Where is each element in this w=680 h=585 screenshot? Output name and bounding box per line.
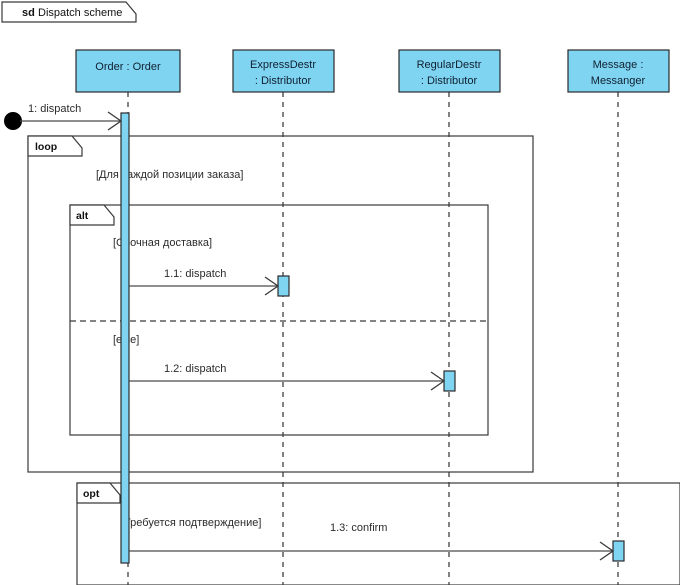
fragment-loop-operator: loop	[35, 141, 57, 153]
lifeline-label-expressdestr-line2: : Distributor	[255, 75, 312, 87]
message-1-arrowhead	[107, 111, 123, 131]
lifeline-label-messenger-line1: Message :	[593, 59, 644, 71]
lifeline-head-expressdestr[interactable]: ExpressDestr : Distributor	[232, 49, 335, 93]
message-1-2-label: 1.2: dispatch	[164, 363, 226, 375]
lifeline-label-messenger-line2: Messanger	[591, 75, 646, 87]
fragment-opt-rect[interactable]	[76, 482, 680, 585]
lifeline-head-order[interactable]: Order : Order	[75, 49, 181, 93]
frame-tab-shape	[1, 1, 137, 23]
fragment-alt-rect[interactable]	[69, 204, 489, 436]
lifeline-head-messenger[interactable]: Message : Messanger	[567, 49, 670, 93]
fragment-alt-operator: alt	[76, 210, 89, 222]
fragment-loop-rect[interactable]	[27, 135, 534, 473]
fragment-alt-tab	[69, 204, 115, 226]
lifeline-lines-group	[127, 92, 619, 585]
fragment-loop-tab	[27, 135, 83, 157]
message-1-3-confirm[interactable]: 1.3: confirm	[129, 522, 615, 561]
lifeline-box-regulardestr[interactable]	[398, 49, 501, 93]
message-1-3-label: 1.3: confirm	[330, 522, 387, 534]
lifeline-label-regulardestr-line2: : Distributor	[421, 75, 478, 87]
activation-bar-order[interactable]	[120, 112, 130, 564]
message-1-1-dispatch[interactable]: 1.1: dispatch	[129, 268, 280, 296]
message-1-1-label: 1.1: dispatch	[164, 268, 226, 280]
activation-bar-messenger[interactable]	[612, 540, 625, 562]
lifeline-box-messenger[interactable]	[567, 49, 670, 93]
fragment-opt-tab	[76, 482, 121, 504]
frame-kind-label: sd	[22, 7, 35, 19]
message-1-3-arrowhead	[599, 541, 615, 561]
activation-bar-regulardestr[interactable]	[443, 370, 456, 392]
lifeline-label-expressdestr-line1: ExpressDestr	[250, 59, 316, 71]
lifeline-box-expressdestr[interactable]	[232, 49, 335, 93]
fragment-alt[interactable]: alt [Срочная доставка] [else]	[69, 204, 489, 436]
activation-bar-expressdestr[interactable]	[277, 275, 290, 297]
fragment-opt-guard: [Требуется подтверждение]	[121, 517, 261, 529]
fragment-opt[interactable]: opt [Требуется подтверждение]	[76, 482, 680, 585]
message-1-2-dispatch[interactable]: 1.2: dispatch	[129, 363, 446, 391]
found-message-start-dot	[4, 112, 22, 130]
message-1-dispatch[interactable]: 1: dispatch	[4, 103, 123, 131]
fragment-loop[interactable]: loop [Для каждой позиции заказа]	[27, 135, 534, 473]
fragment-loop-guard: [Для каждой позиции заказа]	[96, 169, 243, 181]
fragment-opt-operator: opt	[83, 488, 100, 500]
lifeline-label-order-line1: Order : Order	[95, 61, 161, 73]
frame-header: sd Dispatch scheme	[1, 1, 137, 23]
fragment-alt-guard-primary: [Срочная доставка]	[113, 237, 212, 249]
frame-name-label: Dispatch scheme	[38, 7, 122, 19]
lifeline-label-regulardestr-line1: RegularDestr	[417, 59, 482, 71]
lifeline-head-regulardestr[interactable]: RegularDestr : Distributor	[398, 49, 501, 93]
message-1-2-arrowhead	[430, 371, 446, 391]
message-1-1-arrowhead	[264, 276, 280, 296]
lifeline-box-order[interactable]	[75, 49, 181, 93]
message-1-label: 1: dispatch	[28, 103, 81, 115]
